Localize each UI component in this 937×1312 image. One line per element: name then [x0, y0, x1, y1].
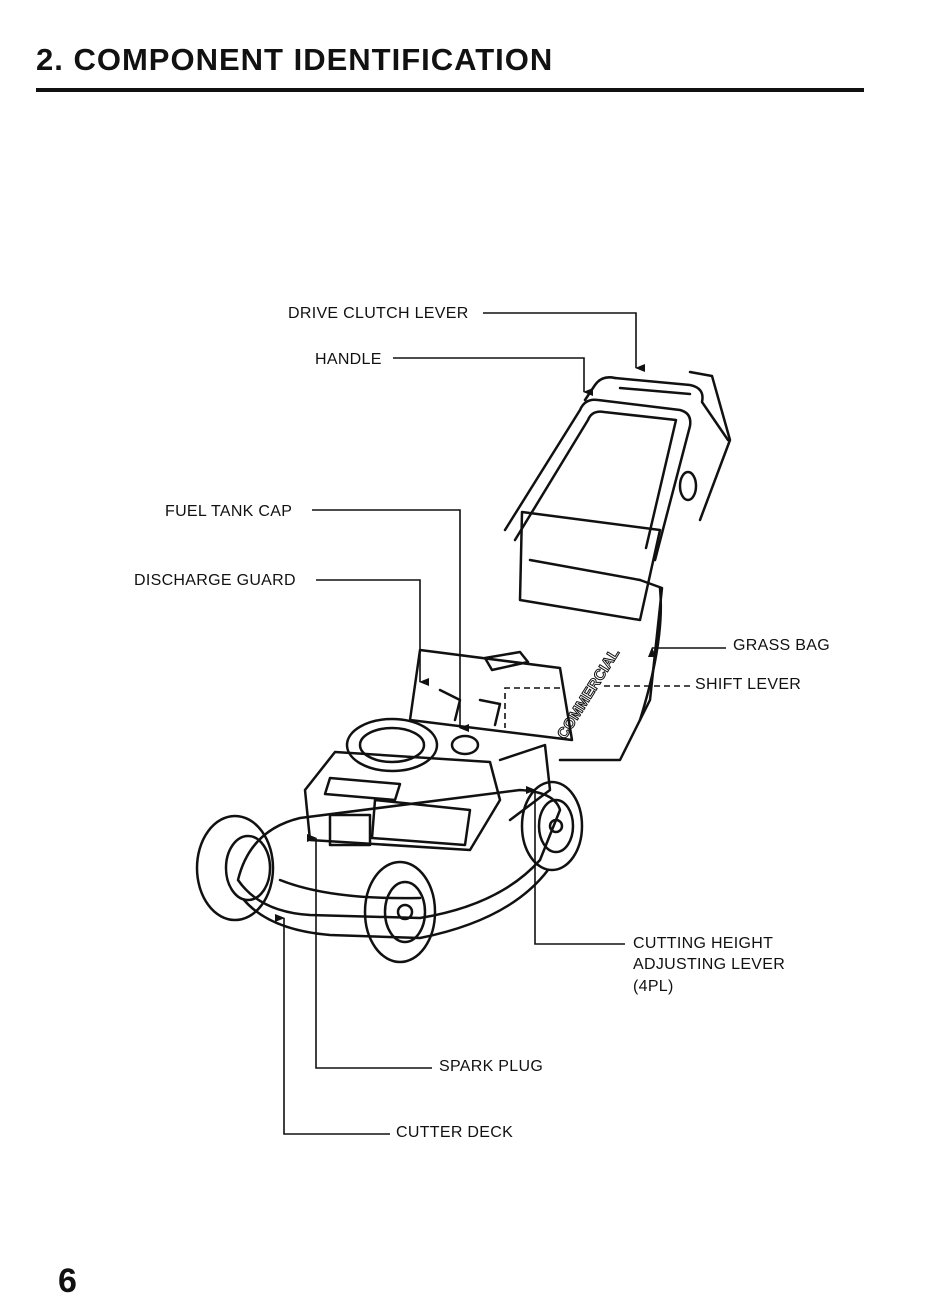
discharge-guard [410, 650, 572, 740]
label-grass-bag: GRASS BAG [733, 636, 830, 656]
label-cutter-deck: CUTTER DECK [396, 1123, 513, 1143]
wheels [197, 782, 582, 962]
label-fuel-tank-cap: FUEL TANK CAP [165, 502, 292, 522]
label-cutting-height-line1: CUTTING HEIGHT [633, 934, 773, 954]
label-cutting-height-line3: (4PL) [633, 977, 674, 997]
engine [305, 719, 550, 850]
grass-bag [520, 512, 662, 760]
page-number: 6 [58, 1262, 77, 1301]
label-cutting-height-line2: ADJUSTING LEVER [633, 955, 785, 975]
label-shift-lever: SHIFT LEVER [695, 675, 801, 695]
handle-frame [505, 372, 730, 560]
label-discharge-guard: DISCHARGE GUARD [134, 571, 296, 591]
label-drive-clutch-lever: DRIVE CLUTCH LEVER [288, 304, 469, 324]
label-spark-plug: SPARK PLUG [439, 1057, 543, 1077]
label-handle: HANDLE [315, 350, 382, 370]
